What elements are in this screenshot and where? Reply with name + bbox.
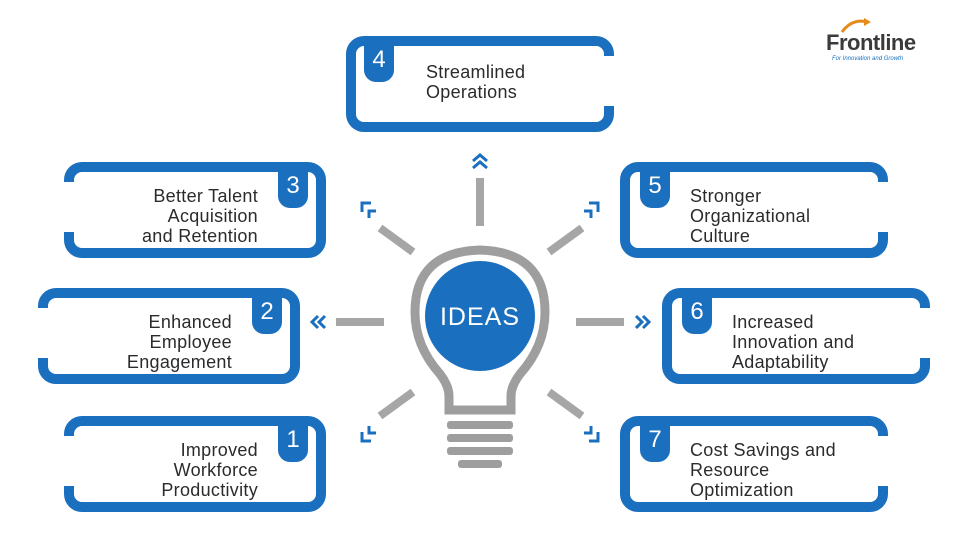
arrow-up-right-icon [584, 201, 600, 218]
direction-arrows [309, 153, 652, 443]
logo-swoosh-icon [840, 18, 871, 33]
arrow-right-icon [634, 314, 652, 330]
card-number-7: 7 [640, 422, 670, 462]
card-number-5: 5 [640, 168, 670, 208]
bulb-center-circle [425, 261, 535, 371]
frontline-logo: Frontline For Innovation and Growth [826, 18, 936, 68]
arrow-down-right-icon [584, 426, 600, 443]
card-number-6: 6 [682, 294, 712, 334]
arrow-left-icon [309, 314, 327, 330]
arrow-down-left-icon [360, 426, 376, 443]
ray-bottom-left [377, 388, 416, 420]
card-number-2: 2 [252, 294, 282, 334]
logo-name: Frontline [826, 30, 916, 55]
arrow-up-icon [472, 153, 488, 170]
bulb-rays [336, 178, 624, 420]
arrow-up-left-icon [360, 201, 376, 218]
logo-tagline: For Innovation and Growth [832, 56, 904, 62]
bulb-base [447, 421, 513, 468]
card-number-3: 3 [278, 168, 308, 208]
ray-bottom-right [546, 388, 585, 420]
card-number-4: 4 [364, 42, 394, 82]
card-number-1: 1 [278, 422, 308, 462]
center-label: IDEAS [440, 303, 520, 331]
ray-top-right [546, 224, 585, 256]
ray-top-left [377, 224, 416, 256]
